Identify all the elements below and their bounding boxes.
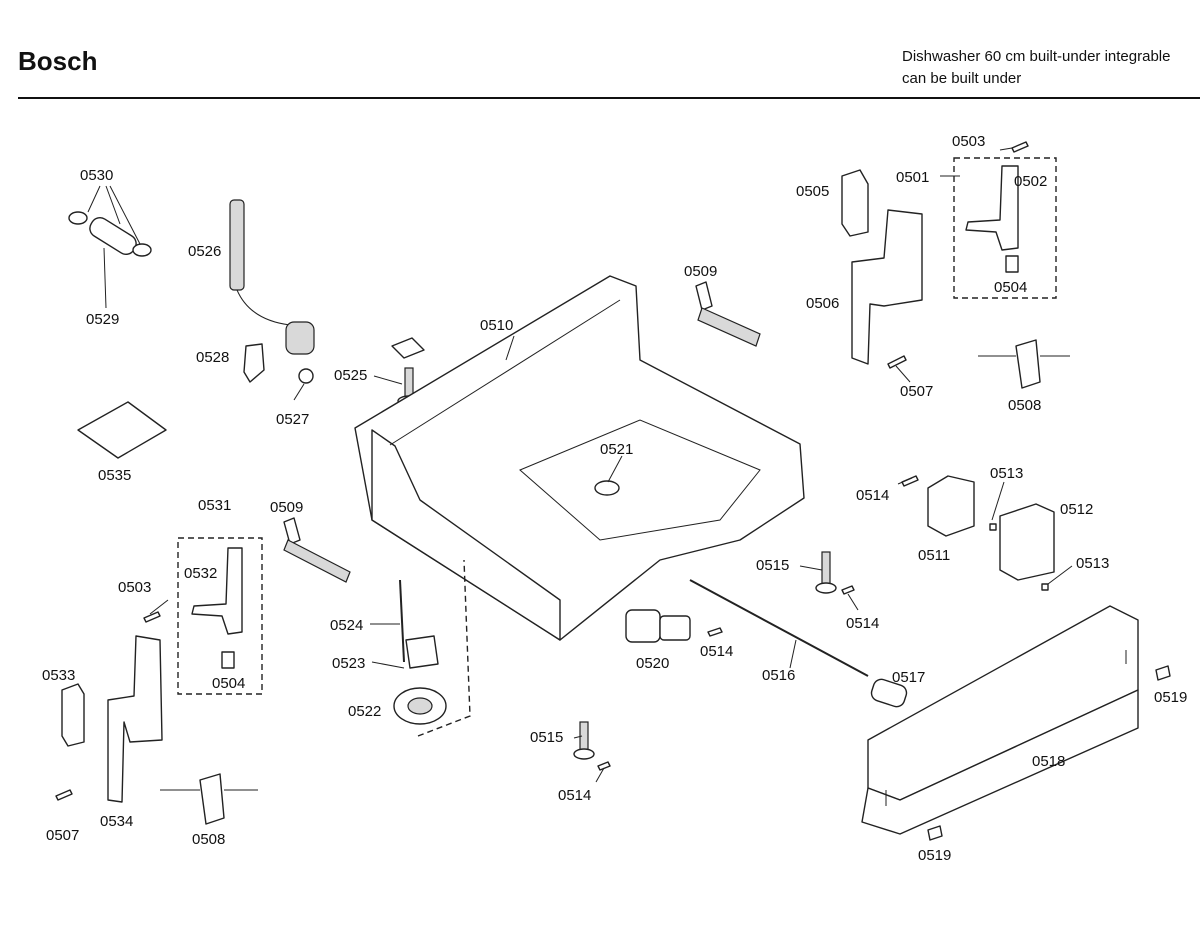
callout-0504-lower: 0504 [212,675,245,692]
callout-0532: 0532 [184,565,217,582]
callout-0509-lower: 0509 [270,499,303,516]
callout-0530: 0530 [80,167,113,184]
callout-0507-lower: 0507 [46,827,79,844]
part-clip-0504-lower [221,651,235,669]
callout-0508-lower: 0508 [192,831,225,848]
callout-0511: 0511 [918,547,950,564]
callout-0518: 0518 [1032,753,1065,770]
part-screw-0513-a [989,523,997,531]
callout-labels: 0530 0529 0526 0528 0527 0535 0525 0510 … [42,133,1187,864]
part-screw-0507-lower [55,789,73,801]
callout-0526: 0526 [188,243,221,260]
part-bracket-0505 [841,169,869,237]
part-parts-bag [77,401,167,459]
part-screw-0507-upper [887,355,907,369]
callout-0508-upper: 0508 [1008,397,1041,414]
part-bracket-0506 [851,209,923,365]
callout-0502: 0502 [1014,173,1047,190]
callout-0535: 0535 [98,467,131,484]
callout-0527: 0527 [276,411,309,428]
part-housing-0511 [927,475,975,537]
part-bracket-0502 [965,165,1019,251]
callout-0528: 0528 [196,349,229,366]
part-cover-0512 [999,503,1055,581]
callout-0503-upper: 0503 [952,133,985,150]
callout-0519-right: 0519 [1154,689,1187,706]
callout-0512: 0512 [1060,501,1093,518]
part-foot-0515-lower [573,721,611,771]
callout-0510: 0510 [480,317,513,334]
callout-0505: 0505 [796,183,829,200]
detail-box-lower [177,537,263,695]
callout-0514-right-lower: 0514 [846,615,879,632]
model-description: Dishwasher 60 cm built-under integrable … [902,46,1170,90]
leader-lines [87,147,1073,783]
callout-0520: 0520 [636,655,669,672]
part-screw-0513-b [1041,583,1049,591]
callout-0514-right: 0514 [856,487,889,504]
callout-0534: 0534 [100,813,133,830]
part-screw-0503-upper [1011,141,1029,153]
callout-0525: 0525 [334,367,367,384]
part-spring-upper [695,281,761,347]
part-screw-0503-lower [143,611,161,623]
callout-0517: 0517 [892,669,925,686]
part-sensor-0508-lower [160,773,258,825]
callout-0506: 0506 [806,295,839,312]
part-small-bracket [243,343,265,383]
callout-0521: 0521 [600,441,633,458]
callout-0519-bottom: 0519 [918,847,951,864]
part-clip-0504 [1005,255,1019,273]
callout-0523: 0523 [332,655,365,672]
header-divider [18,97,1200,99]
callout-0509-upper: 0509 [684,263,717,280]
callout-0533: 0533 [42,667,75,684]
callout-0531: 0531 [198,497,231,514]
part-rod-0516 [689,579,869,677]
callout-0529: 0529 [86,311,119,328]
callout-0524: 0524 [330,617,363,634]
part-sensor-0508-upper [978,339,1070,389]
callout-0503-lower: 0503 [118,579,151,596]
part-bracket-0532 [191,547,243,635]
part-base-tub [354,275,805,641]
part-screw-0519-a [1155,665,1171,681]
part-spiral-hose [229,199,315,384]
description-line-1: Dishwasher 60 cm built-under integrable [902,48,1171,65]
callout-0516: 0516 [762,667,795,684]
callout-0514-center: 0514 [700,643,733,660]
part-spring-lower [283,517,351,583]
part-kickplate-0518 [861,605,1139,835]
callout-0504-upper: 0504 [994,279,1027,296]
callout-0515-lower: 0515 [530,729,563,746]
part-valve-0520 [625,609,723,643]
detail-box-upper [953,157,1057,299]
callout-0515-right: 0515 [756,557,789,574]
description-line-2: can be built under [902,70,1022,87]
callout-0522: 0522 [348,703,381,720]
part-screw-0519-b [927,825,943,841]
brand-name: Bosch [18,46,98,76]
callout-0514-lower: 0514 [558,787,591,804]
part-bracket-0533 [61,683,85,747]
callout-0513-lower: 0513 [1076,555,1109,572]
part-knob-0517 [870,678,908,708]
callout-0513-upper: 0513 [990,465,1023,482]
part-bracket-0534 [107,635,163,803]
part-pump-assembly [393,559,471,737]
callout-0501: 0501 [896,169,929,186]
part-hose-with-clamps [68,211,152,257]
part-foot-0515-right [815,551,855,595]
callout-0507-upper: 0507 [900,383,933,400]
